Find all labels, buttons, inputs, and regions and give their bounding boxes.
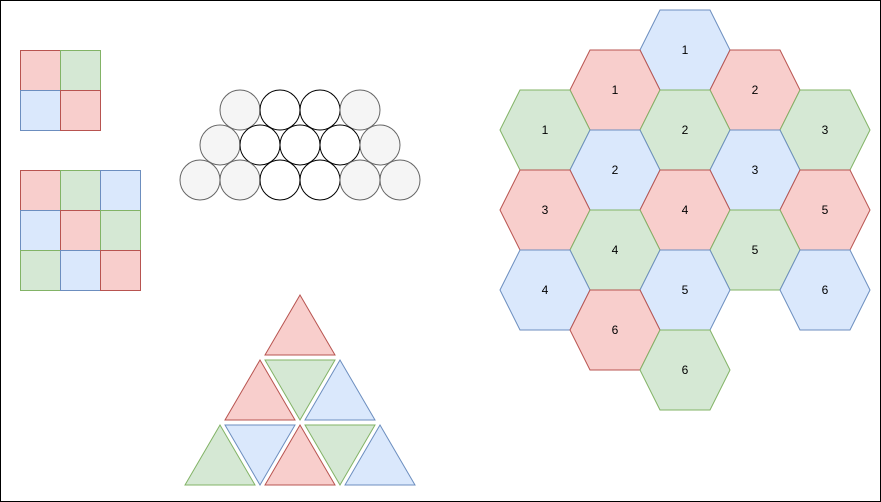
grid3-cell-blue[interactable] bbox=[100, 170, 141, 211]
triangle-up-red[interactable] bbox=[264, 294, 336, 356]
triangle-down-green[interactable] bbox=[304, 424, 376, 486]
hexagon-label: 2 bbox=[682, 123, 689, 137]
two-by-two-color-grid[interactable] bbox=[20, 50, 101, 131]
triangle-up-red[interactable] bbox=[224, 359, 296, 421]
hexagon-shape[interactable] bbox=[779, 249, 871, 331]
hexagon-label: 1 bbox=[612, 83, 619, 97]
grid3-cell-red[interactable] bbox=[60, 210, 101, 251]
grid3-cell-green[interactable] bbox=[100, 210, 141, 251]
grey-circle[interactable] bbox=[359, 124, 401, 166]
grid3-cell-blue[interactable] bbox=[20, 210, 61, 251]
hexagon-label: 3 bbox=[822, 123, 829, 137]
grey-circle[interactable] bbox=[339, 159, 381, 201]
grid3-cell-blue[interactable] bbox=[60, 250, 101, 291]
grey-circle[interactable] bbox=[339, 89, 381, 131]
grid2-cell-blue[interactable] bbox=[20, 90, 61, 131]
grid2-cell-red[interactable] bbox=[60, 90, 101, 131]
triangle-up-blue[interactable] bbox=[344, 424, 416, 486]
white-circle[interactable] bbox=[279, 124, 321, 166]
grid3-cell-green[interactable] bbox=[60, 170, 101, 211]
hexagon-label: 1 bbox=[542, 123, 549, 137]
triangle-down-green[interactable] bbox=[264, 359, 336, 421]
hexagon-label: 5 bbox=[822, 203, 829, 217]
grey-circle[interactable] bbox=[219, 159, 261, 201]
hexagon-label: 2 bbox=[612, 163, 619, 177]
hexagon-label: 3 bbox=[542, 203, 549, 217]
grid3-cell-red[interactable] bbox=[20, 170, 61, 211]
white-circle[interactable] bbox=[259, 89, 301, 131]
white-circle[interactable] bbox=[299, 159, 341, 201]
hexagon-shape[interactable] bbox=[639, 329, 731, 411]
triangle-pyramid[interactable] bbox=[184, 294, 416, 486]
hexagon-label: 4 bbox=[682, 203, 689, 217]
grey-circle[interactable] bbox=[379, 159, 421, 201]
white-circle[interactable] bbox=[259, 159, 301, 201]
hexagon-label: 4 bbox=[542, 283, 549, 297]
hexagon-label: 6 bbox=[682, 363, 689, 377]
triangle-up-green[interactable] bbox=[184, 424, 256, 486]
hexagon-label: 5 bbox=[752, 243, 759, 257]
hexagon-label: 6 bbox=[822, 283, 829, 297]
grid2-cell-green[interactable] bbox=[60, 50, 101, 91]
hexagon-label: 6 bbox=[612, 323, 619, 337]
three-by-three-color-grid[interactable] bbox=[20, 170, 141, 291]
white-circle[interactable] bbox=[299, 89, 341, 131]
grey-circle[interactable] bbox=[219, 89, 261, 131]
grey-circle[interactable] bbox=[179, 159, 221, 201]
white-circle[interactable] bbox=[239, 124, 281, 166]
hexagon-label: 3 bbox=[752, 163, 759, 177]
white-circle[interactable] bbox=[319, 124, 361, 166]
hexagon-label: 5 bbox=[682, 283, 689, 297]
grid2-cell-red[interactable] bbox=[20, 50, 61, 91]
hexagon-blue-6[interactable]: 6 bbox=[779, 249, 871, 331]
grey-circle[interactable] bbox=[199, 124, 241, 166]
hexagon-green-6[interactable]: 6 bbox=[639, 329, 731, 411]
hexagon-grid[interactable]: 1 1 2 1 2 3 2 3 3 4 5 4 5 4 5 6 6 6 bbox=[499, 9, 871, 411]
triangle-up-red[interactable] bbox=[264, 424, 336, 486]
hexagon-label: 1 bbox=[682, 43, 689, 57]
triangle-up-blue[interactable] bbox=[304, 359, 376, 421]
grid3-cell-red[interactable] bbox=[100, 250, 141, 291]
circle-stack[interactable] bbox=[179, 89, 421, 201]
triangle-down-blue[interactable] bbox=[224, 424, 296, 486]
hexagon-label: 4 bbox=[612, 243, 619, 257]
grid3-cell-green[interactable] bbox=[20, 250, 61, 291]
hexagon-label: 2 bbox=[752, 83, 759, 97]
